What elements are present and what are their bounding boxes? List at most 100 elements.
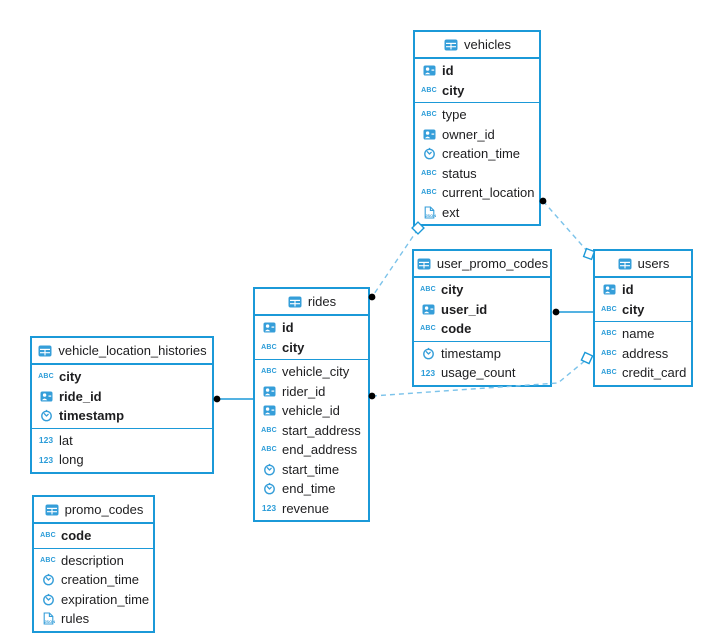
field-label: rules: [61, 611, 90, 627]
table-icon: [443, 39, 459, 51]
field-row-start_time[interactable]: start_time: [255, 460, 368, 480]
table-header[interactable]: users: [595, 251, 691, 278]
table-title: users: [637, 256, 670, 271]
number-type-icon: 123: [38, 435, 54, 446]
field-row-id[interactable]: id: [595, 280, 691, 300]
field-row-creation_time[interactable]: creation_time: [34, 570, 153, 590]
json-icon: JSON: [421, 206, 437, 219]
field-label: city: [59, 369, 82, 385]
field-row-timestamp[interactable]: timestamp: [414, 344, 550, 364]
table-header[interactable]: vehicle_location_histories: [32, 338, 212, 365]
field-label: city: [282, 339, 305, 355]
text-type-icon: ABC: [601, 330, 617, 338]
clock-icon: [38, 409, 54, 422]
field-row-rider_id[interactable]: rider_id: [255, 382, 368, 402]
text-type-icon: ABC: [40, 532, 56, 540]
field-label: expiration_time: [61, 591, 150, 607]
field-label: id: [622, 282, 634, 298]
field-label: code: [441, 321, 472, 337]
relation-line-vehicles-rides[interactable]: [371, 228, 419, 298]
text-type-icon: ABC: [40, 556, 56, 564]
field-row-city[interactable]: ABC city: [32, 367, 212, 387]
field-label: address: [622, 345, 669, 361]
person-id-icon: [261, 322, 277, 333]
field-row-code[interactable]: ABC code: [34, 526, 153, 546]
table-header[interactable]: user_promo_codes: [414, 251, 550, 278]
field-label: city: [442, 82, 465, 98]
field-label: timestamp: [441, 345, 501, 361]
table-header[interactable]: rides: [255, 289, 368, 316]
field-row-id[interactable]: id: [255, 318, 368, 338]
field-row-expiration_time[interactable]: expiration_time: [34, 590, 153, 610]
number-type-icon: 123: [420, 367, 436, 378]
field-label: name: [622, 326, 655, 342]
field-row-owner_id[interactable]: owner_id: [415, 125, 539, 145]
field-row-rules[interactable]: JSON rules: [34, 609, 153, 629]
table-title: promo_codes: [64, 502, 144, 517]
json-icon: JSON: [40, 612, 56, 625]
field-label: creation_time: [442, 146, 521, 162]
field-row-creation_time[interactable]: creation_time: [415, 144, 539, 164]
clock-icon: [421, 147, 437, 160]
relation-line-rides-users[interactable]: [371, 358, 588, 397]
field-label: revenue: [282, 500, 329, 516]
text-type-icon: ABC: [38, 373, 54, 381]
text-type-icon: ABC: [261, 368, 277, 376]
field-label: code: [61, 528, 92, 544]
field-row-end_time[interactable]: end_time: [255, 479, 368, 499]
svg-text:JSON: JSON: [44, 619, 55, 624]
table-title: vehicle_location_histories: [58, 343, 207, 358]
table-header[interactable]: promo_codes: [34, 497, 153, 524]
text-type-icon: ABC: [261, 446, 277, 454]
field-row-name[interactable]: ABC name: [595, 324, 691, 344]
field-label: end_time: [282, 481, 336, 497]
field-label: id: [442, 63, 454, 79]
field-row-user_id[interactable]: user_id: [414, 300, 550, 320]
table-title: vehicles: [464, 37, 511, 52]
field-label: rider_id: [282, 383, 326, 399]
field-row-timestamp[interactable]: timestamp: [32, 406, 212, 426]
text-type-icon: ABC: [261, 426, 277, 434]
relation-line-vehicles-users[interactable]: [542, 200, 589, 253]
field-row-ride_id[interactable]: ride_id: [32, 387, 212, 407]
text-type-icon: ABC: [420, 286, 436, 294]
field-row-vehicle_id[interactable]: vehicle_id: [255, 401, 368, 421]
person-id-icon: [421, 129, 437, 140]
table-header[interactable]: vehicles: [415, 32, 539, 59]
field-row-id[interactable]: id: [415, 61, 539, 81]
field-label: start_time: [282, 461, 340, 477]
person-id-icon: [421, 65, 437, 76]
